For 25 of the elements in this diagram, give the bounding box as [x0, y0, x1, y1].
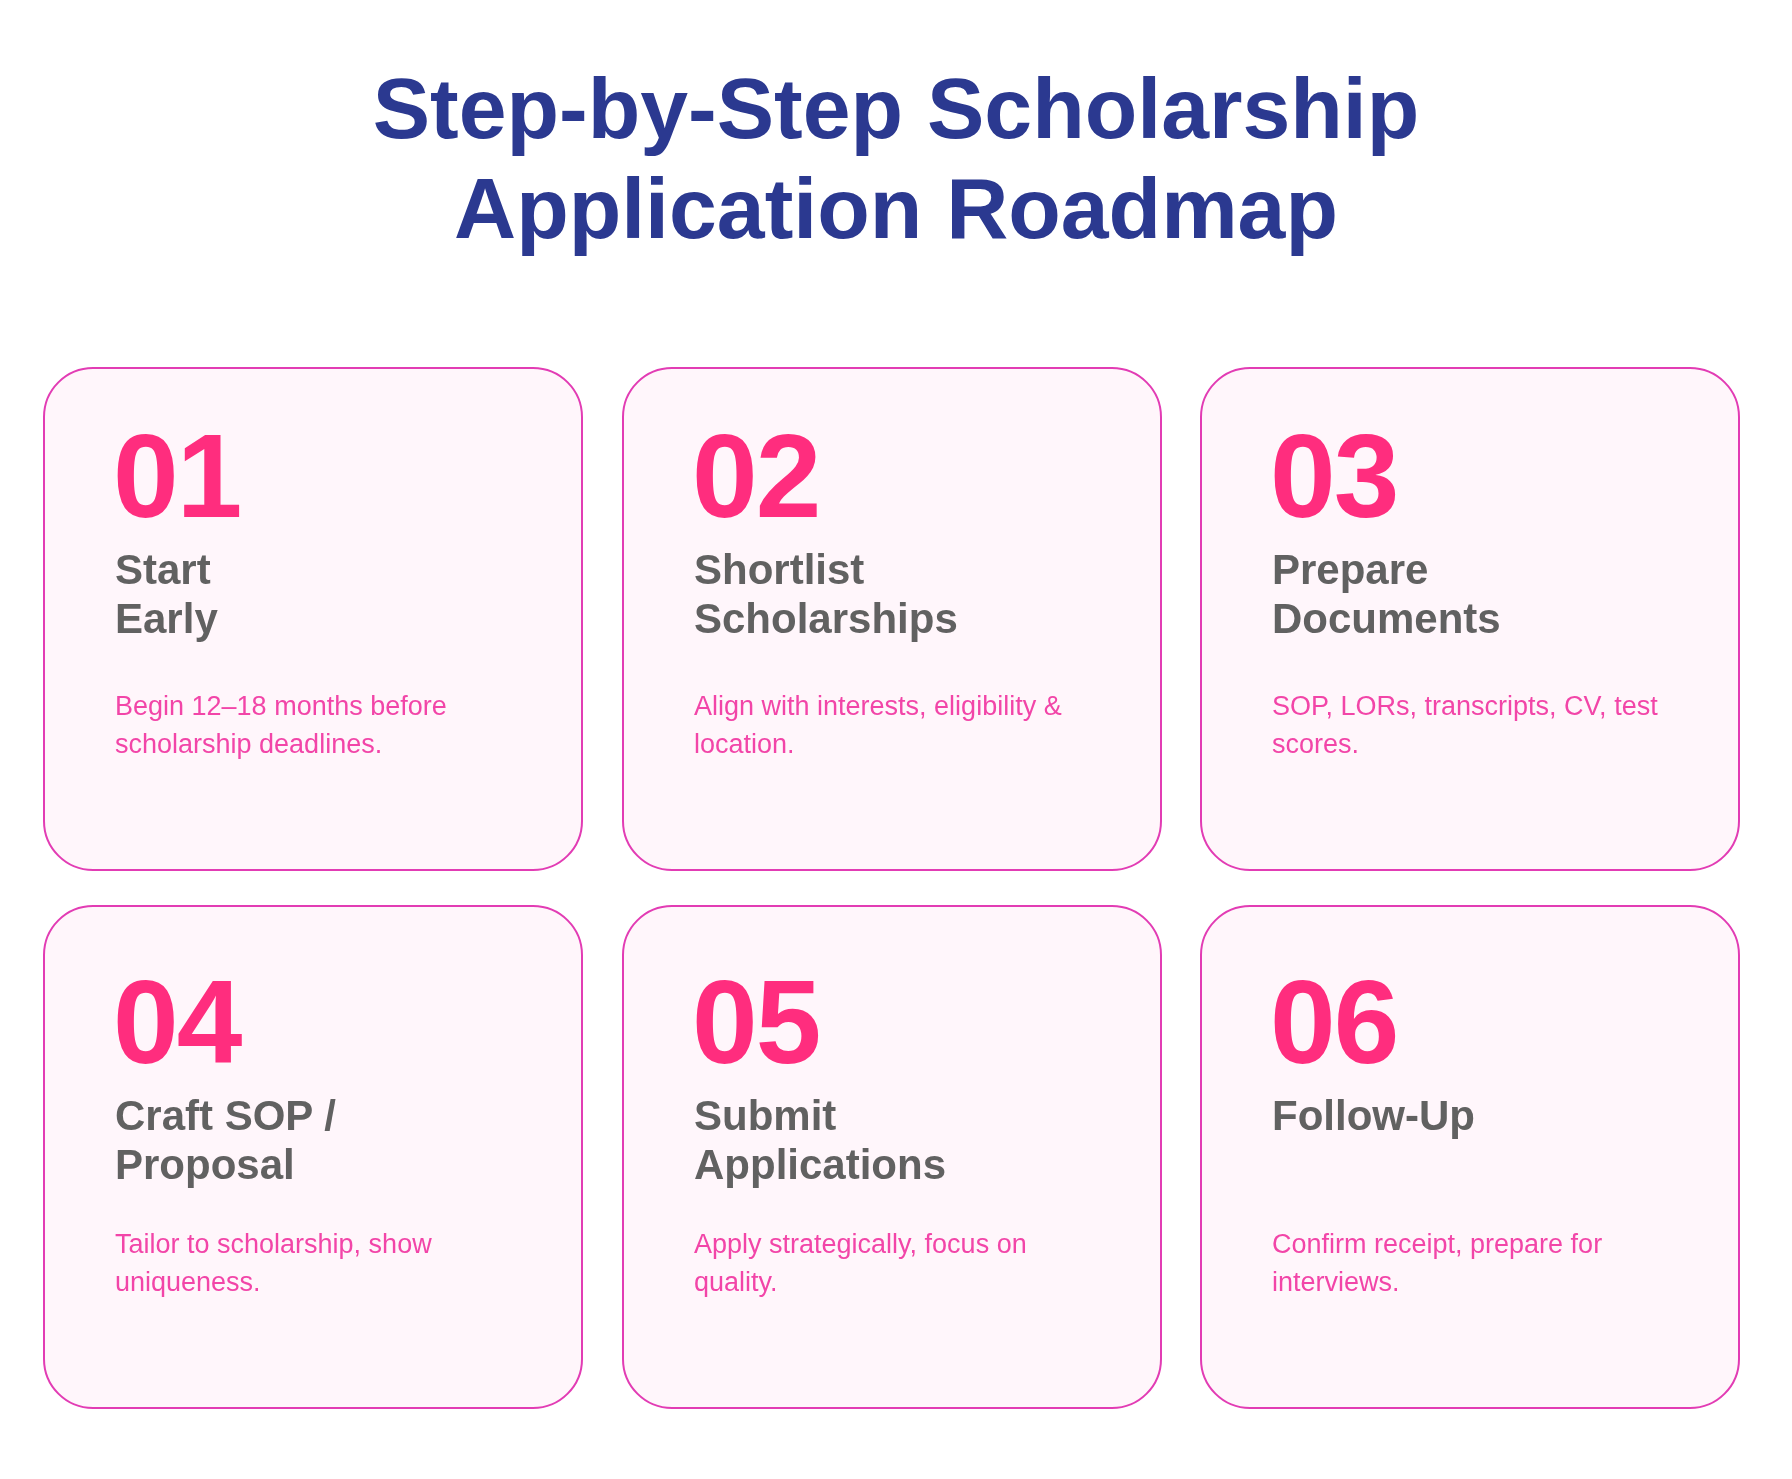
step-description: Begin 12–18 months before scholarship deadlines. — [115, 690, 448, 761]
step-number: 03 — [1270, 417, 1398, 535]
step-number: 01 — [113, 417, 241, 535]
step-heading: Follow-Up — [1272, 1091, 1475, 1140]
diagram-title: Step-by-Step Scholarship Application Roadmap — [371, 59, 1421, 258]
step-number: 04 — [113, 963, 241, 1081]
step-heading: Prepare Documents — [1272, 545, 1502, 643]
step-heading: Submit Applications — [694, 1091, 948, 1189]
step-description: Tailor to scholarship, show uniqueness. — [115, 1228, 433, 1299]
step-card — [43, 905, 583, 1409]
step-description: Confirm receipt, prepare for interviews. — [1272, 1228, 1604, 1299]
step-description: Align with interests, eligibility & location. — [694, 690, 1063, 761]
step-number: 05 — [692, 963, 820, 1081]
step-card — [1200, 905, 1740, 1409]
step-heading: Craft SOP / Proposal — [115, 1091, 337, 1189]
step-description: Apply strategically, focus on quality. — [694, 1228, 1028, 1299]
step-heading: Start Early — [115, 545, 219, 643]
step-card — [622, 905, 1162, 1409]
step-card — [1200, 367, 1740, 871]
step-number: 02 — [692, 417, 820, 535]
step-heading: Shortlist Scholarships — [694, 545, 959, 643]
step-number: 06 — [1270, 963, 1398, 1081]
step-card — [622, 367, 1162, 871]
step-card — [43, 367, 583, 871]
step-description: SOP, LORs, transcripts, CV, test scores. — [1272, 690, 1659, 761]
